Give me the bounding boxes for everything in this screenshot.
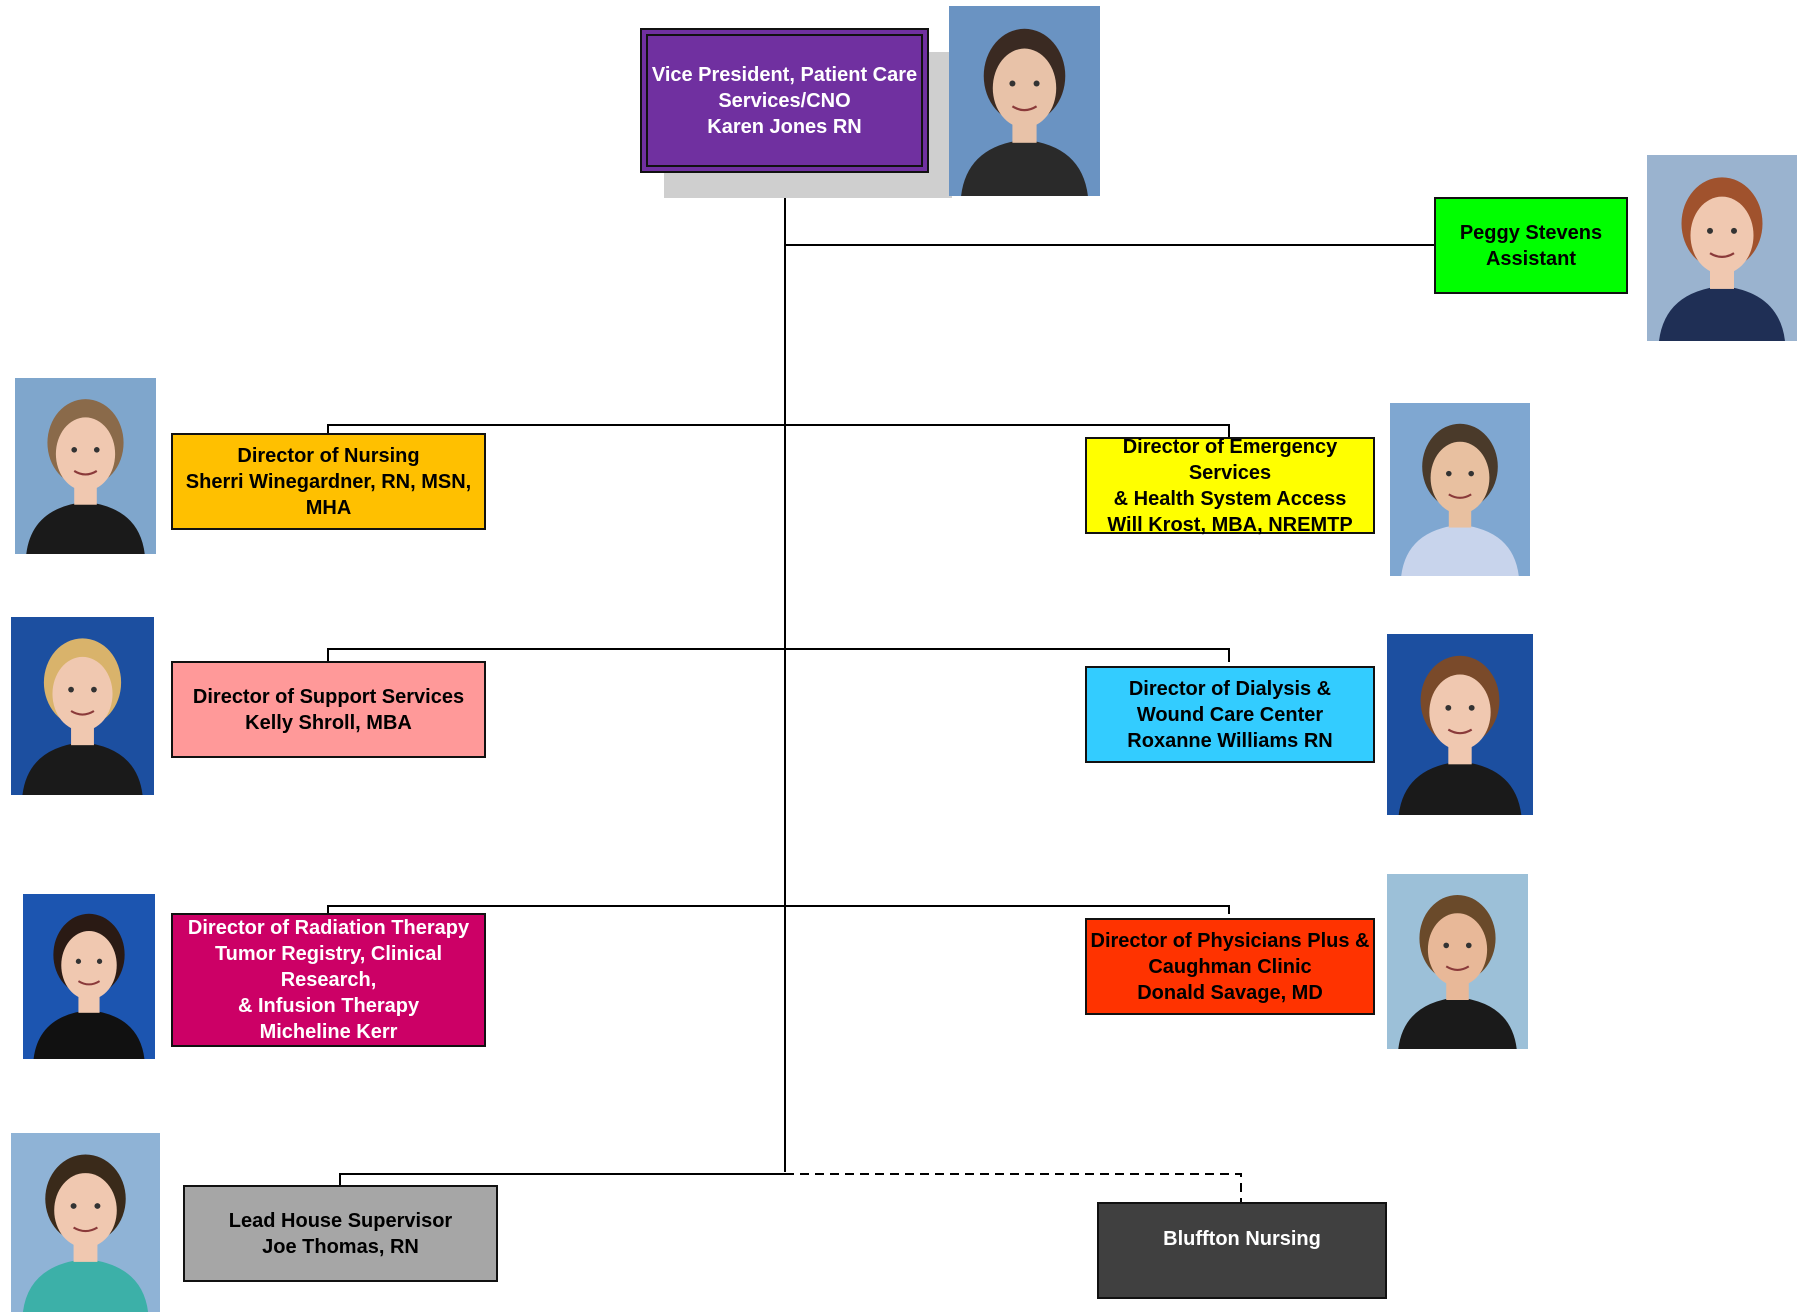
- director-radiation-box[interactable]: Director of Radiation Therapy Tumor Regi…: [171, 913, 486, 1047]
- photo-face: [1690, 196, 1754, 275]
- director-physicians-title: Director of Physicians Plus &: [1090, 929, 1370, 952]
- photo-face: [1430, 441, 1490, 514]
- photo-mouth: [70, 710, 95, 716]
- sherri-winegardner-photo: [15, 378, 156, 554]
- director-emergency-title-2: & Health System Access: [1113, 487, 1347, 510]
- photo-eye-left: [71, 446, 78, 453]
- donald-savage-photo: [1387, 874, 1528, 1049]
- director-support-title: Director of Support Services: [192, 685, 465, 708]
- assistant-title: Assistant: [1485, 247, 1577, 270]
- director-dialysis-box[interactable]: Director of Dialysis & Wound Care Center…: [1085, 666, 1375, 763]
- photo-eye-left: [1446, 470, 1452, 477]
- photo-eye-left: [70, 1203, 77, 1209]
- photo-shoulders: [1659, 285, 1785, 341]
- photo-shoulders: [1398, 761, 1522, 815]
- bluffton-dashed-connector: [785, 1173, 1242, 1202]
- photo-mouth: [1445, 965, 1470, 971]
- photo-mouth: [1447, 728, 1473, 735]
- photo-mouth: [77, 980, 101, 986]
- lead-house-supervisor-name: Joe Thomas, RN: [262, 1235, 419, 1258]
- photo-face: [54, 1173, 117, 1248]
- bluffton-nursing-box[interactable]: Bluffton Nursing: [1097, 1202, 1387, 1299]
- micheline-kerr-photo: [23, 894, 155, 1059]
- photo-eye-right: [96, 958, 103, 964]
- director-radiation-title: Director of Radiation Therapy: [187, 917, 470, 939]
- photo-eye-left: [1445, 704, 1452, 711]
- photo-face: [992, 48, 1057, 128]
- vp-title-line-2: Services/CNO: [718, 89, 851, 112]
- photo-face: [55, 417, 116, 491]
- photo-mouth: [1448, 493, 1472, 499]
- director-dialysis-title-2: Wound Care Center: [1136, 703, 1324, 726]
- vp-name: Karen Jones RN: [707, 115, 862, 138]
- photo-eye-right: [1465, 942, 1472, 949]
- photo-mouth: [72, 1226, 99, 1233]
- director-physicians-title-2: Caughman Clinic: [1148, 955, 1312, 978]
- vp-box[interactable]: Vice President, Patient Care Services/CN…: [640, 28, 929, 173]
- director-nursing-credential: MHA: [305, 496, 352, 519]
- photo-eye-right: [94, 1203, 101, 1209]
- joe-thomas-photo: [11, 1133, 160, 1312]
- photo-shoulders: [33, 1010, 145, 1059]
- photo-eye-right: [1033, 80, 1040, 87]
- director-emergency-box[interactable]: Director of Emergency Services & Health …: [1085, 435, 1375, 536]
- tier3-connector: [327, 905, 1230, 914]
- roxanne-williams-photo: [1387, 634, 1533, 815]
- photo-eye-right: [1731, 227, 1737, 234]
- karen-jones-photo: [949, 6, 1100, 196]
- director-radiation-title-2: Tumor Registry, Clinical Research,: [214, 943, 443, 991]
- photo-eye-left: [1707, 227, 1713, 234]
- photo-face: [1429, 674, 1491, 750]
- peggy-stevens-photo: [1647, 155, 1797, 341]
- photo-eye-right: [1468, 470, 1474, 477]
- supervisor-connector: [339, 1173, 785, 1185]
- director-support-name: Kelly Shroll, MBA: [245, 711, 412, 734]
- vp-title-line-1: Vice President, Patient Care: [651, 63, 918, 86]
- bluffton-nursing-label: Bluffton Nursing: [1163, 1228, 1321, 1250]
- director-nursing-box[interactable]: Director of Nursing Sherri Winegardner, …: [171, 433, 486, 530]
- director-physicians-name: Donald Savage, MD: [1137, 981, 1323, 1004]
- photo-shoulders: [1401, 524, 1519, 576]
- will-krost-photo: [1390, 403, 1530, 576]
- photo-eye-left: [75, 958, 82, 964]
- photo-shoulders: [26, 501, 145, 554]
- director-nursing-name: Sherri Winegardner, RN, MSN,: [185, 470, 472, 493]
- director-emergency-title: Director of Emergency Services: [1122, 435, 1338, 484]
- lead-house-supervisor-title: Lead House Supervisor: [228, 1209, 453, 1232]
- tier2-connector: [327, 648, 1230, 662]
- director-dialysis-name: Roxanne Williams RN: [1127, 729, 1333, 752]
- photo-face: [61, 930, 117, 1000]
- director-emergency-name: Will Krost, MBA, NREMTP: [1107, 513, 1353, 536]
- director-radiation-name: Micheline Kerr: [259, 1021, 398, 1043]
- director-dialysis-title: Director of Dialysis &: [1128, 677, 1332, 700]
- photo-shoulders: [22, 1259, 149, 1312]
- lead-house-supervisor-box[interactable]: Lead House Supervisor Joe Thomas, RN: [183, 1185, 498, 1282]
- photo-eye-right: [91, 686, 97, 693]
- photo-eye-right: [1468, 704, 1475, 711]
- photo-eye-left: [1443, 942, 1450, 949]
- photo-eye-right: [93, 446, 100, 453]
- photo-eye-left: [68, 686, 74, 693]
- photo-eye-left: [1009, 80, 1016, 87]
- director-radiation-title-3: & Infusion Therapy: [237, 995, 420, 1017]
- photo-shoulders: [961, 139, 1088, 196]
- photo-shoulders: [22, 742, 143, 795]
- photo-mouth: [1709, 252, 1735, 259]
- photo-mouth: [1011, 105, 1038, 112]
- director-physicians-box[interactable]: Director of Physicians Plus & Caughman C…: [1085, 918, 1375, 1015]
- photo-face: [1427, 913, 1488, 986]
- photo-shoulders: [1398, 997, 1517, 1049]
- kelly-shroll-photo: [11, 617, 154, 795]
- assistant-box[interactable]: Peggy Stevens Assistant: [1434, 197, 1628, 294]
- assistant-name: Peggy Stevens: [1459, 221, 1603, 244]
- director-support-box[interactable]: Director of Support Services Kelly Shrol…: [171, 661, 486, 758]
- director-nursing-title: Director of Nursing: [237, 444, 420, 467]
- tier1-connector: [327, 424, 1230, 439]
- photo-mouth: [73, 470, 98, 476]
- photo-face: [52, 656, 113, 731]
